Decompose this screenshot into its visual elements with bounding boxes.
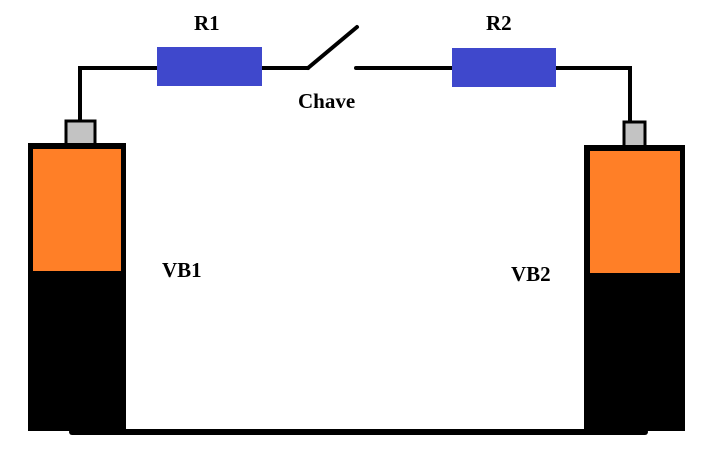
battery-top: [33, 149, 121, 271]
battery-vb1: [28, 119, 126, 431]
resistor-r2: [452, 48, 556, 87]
label-r2: R2: [486, 11, 512, 35]
battery-terminal: [64, 119, 97, 147]
wires: [69, 25, 648, 435]
label-switch: Chave: [298, 89, 355, 113]
battery-vb2: [584, 120, 685, 431]
label-vb1: VB1: [162, 258, 202, 282]
label-r1: R1: [194, 11, 220, 35]
battery-top: [590, 151, 680, 273]
resistor-r1: [157, 47, 262, 86]
label-vb2: VB2: [511, 262, 551, 286]
wire-right: [553, 66, 632, 125]
wire-left: [78, 66, 160, 124]
switch-lever: [306, 25, 359, 70]
battery-terminal: [622, 120, 647, 149]
